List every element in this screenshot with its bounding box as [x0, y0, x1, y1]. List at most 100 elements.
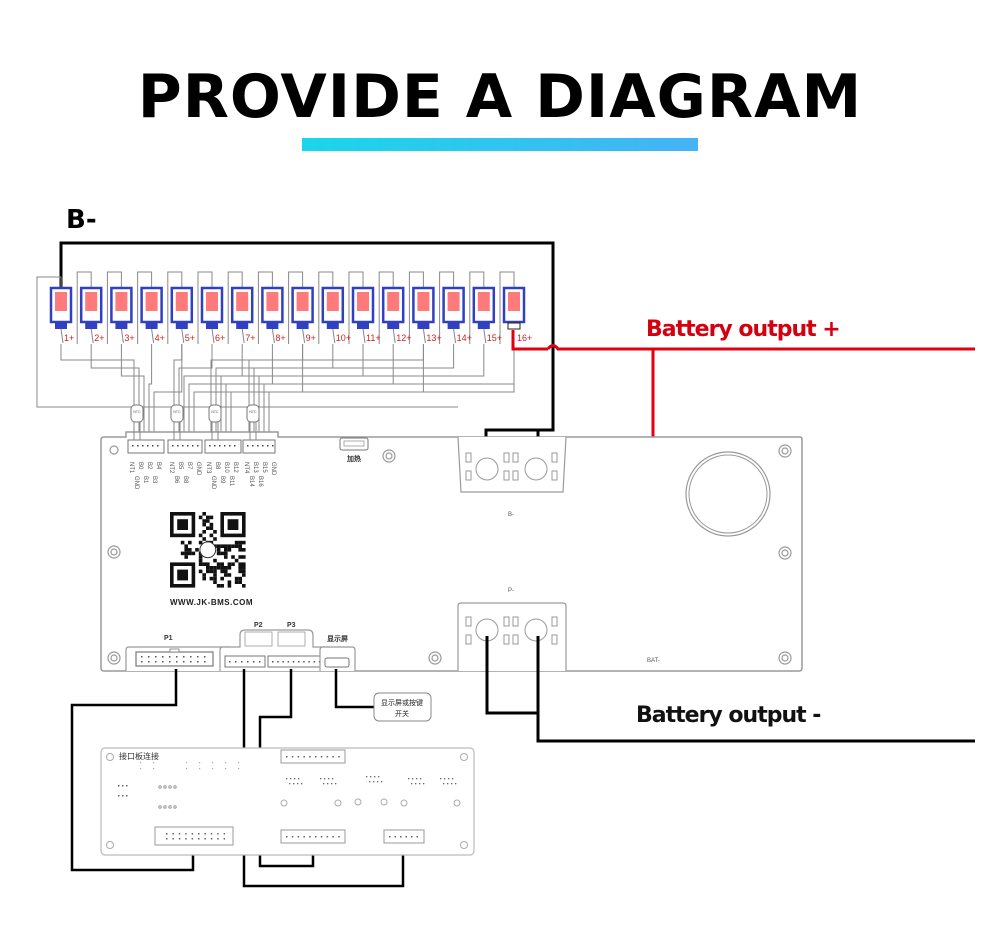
pin-label: GND — [133, 476, 139, 490]
ib-smd-pad — [323, 783, 325, 785]
connector-pin — [132, 445, 134, 447]
cell-terminal — [206, 323, 218, 329]
series-wire — [469, 271, 485, 344]
qr-module — [213, 566, 217, 570]
qr-module — [202, 522, 206, 527]
ib-p3-pin — [297, 836, 300, 838]
qr-finder-core — [177, 569, 188, 581]
qr-module — [209, 566, 214, 570]
cell-label: 7+ — [245, 333, 255, 343]
ib-dot — [212, 768, 214, 770]
ib-top-pin — [309, 756, 311, 758]
qr-module — [238, 566, 242, 570]
qr-module — [213, 573, 217, 577]
cell-charge — [175, 292, 188, 311]
ib-smd-pad — [443, 783, 445, 785]
cell-charge — [326, 292, 339, 311]
b-minus-wire — [59, 241, 555, 465]
qr-module — [209, 569, 214, 574]
pin-label: NT4 — [243, 462, 249, 474]
p1-pin — [141, 656, 143, 658]
qr-module — [213, 558, 217, 563]
qr-module — [227, 584, 232, 588]
ib-p1-pin — [210, 833, 213, 835]
p2-pin — [247, 661, 249, 663]
p3-pin — [298, 661, 300, 663]
ntc-label: NTC — [211, 410, 219, 414]
p2-pin — [241, 661, 243, 663]
cell-label: 3+ — [124, 333, 134, 343]
ib-smd-pad — [298, 778, 300, 780]
ib-p1-pin — [185, 833, 187, 835]
qr-module — [209, 576, 214, 581]
battery-cell: 10+ — [321, 286, 351, 343]
cell-terminal — [266, 323, 279, 329]
ib-smd-pad — [447, 783, 449, 785]
ib-smd-pad — [415, 783, 417, 785]
cell-charge — [387, 292, 400, 311]
cell-charge — [296, 292, 309, 311]
qr-module — [216, 562, 221, 566]
cell-terminal — [357, 323, 369, 329]
b-minus-label: B- — [66, 205, 97, 235]
ib-smd-pad — [327, 783, 329, 785]
ib-p3-pin — [309, 836, 311, 838]
series-wire — [257, 271, 273, 344]
ntc-label: NTC — [173, 410, 181, 414]
qr-module — [227, 566, 232, 570]
p3-pin — [313, 661, 316, 663]
qr-module — [206, 562, 210, 566]
connector-pin — [152, 445, 154, 447]
p1-pin — [176, 656, 178, 658]
connector-pin — [187, 445, 189, 447]
ib-pad — [122, 785, 124, 787]
pin-label: B1 — [142, 476, 148, 484]
cell-label: 14+ — [457, 333, 472, 343]
cell-label: 1+ — [64, 333, 74, 343]
ib-p1-pin — [191, 833, 194, 835]
cell-charge — [236, 292, 249, 311]
p3-pin — [303, 661, 305, 663]
ntc-body — [170, 404, 184, 423]
qr-module — [202, 562, 206, 566]
battery-cell: 15+ — [472, 286, 502, 343]
battery-negative-wire — [485, 636, 975, 743]
ib-dot — [186, 768, 188, 770]
b-terminal-label: B- — [508, 512, 514, 518]
balance-wire — [120, 344, 145, 440]
battery-cell: 3+ — [110, 286, 135, 343]
pin-label: B16 — [257, 476, 263, 487]
cell-terminal — [387, 323, 400, 329]
ib-p1-pin — [185, 838, 187, 840]
qr-module — [202, 573, 206, 577]
mounting-holes — [107, 444, 792, 665]
balance-wire — [148, 344, 153, 440]
ib-p1-pin — [178, 833, 181, 835]
ib-smd-pad — [290, 778, 292, 780]
balance-connector-3 — [204, 439, 242, 454]
display-connector: 显示屏 — [319, 634, 356, 671]
ib-p1-pin — [191, 838, 194, 840]
p3-pin — [308, 661, 310, 663]
series-wire — [318, 271, 334, 344]
qr-module — [234, 540, 239, 545]
connector-pin — [177, 445, 179, 447]
balance-wire — [90, 344, 140, 440]
battery-cell: 2+ — [79, 286, 104, 343]
ib-smd-pad — [411, 783, 413, 785]
series-wire — [271, 328, 275, 344]
qr-module — [206, 569, 210, 574]
connector-pin — [252, 445, 254, 447]
series-wire — [392, 328, 396, 344]
p1-pin — [155, 661, 157, 663]
ib-top-pin — [291, 756, 294, 758]
ib-smd-pad — [408, 778, 410, 780]
series-wire — [348, 271, 364, 344]
series-wire — [120, 328, 124, 344]
ib-top-pin — [286, 756, 288, 758]
qr-module — [242, 566, 246, 570]
ib-p3-pin — [315, 836, 317, 838]
series-wire — [181, 328, 185, 344]
qr-module — [198, 533, 203, 538]
